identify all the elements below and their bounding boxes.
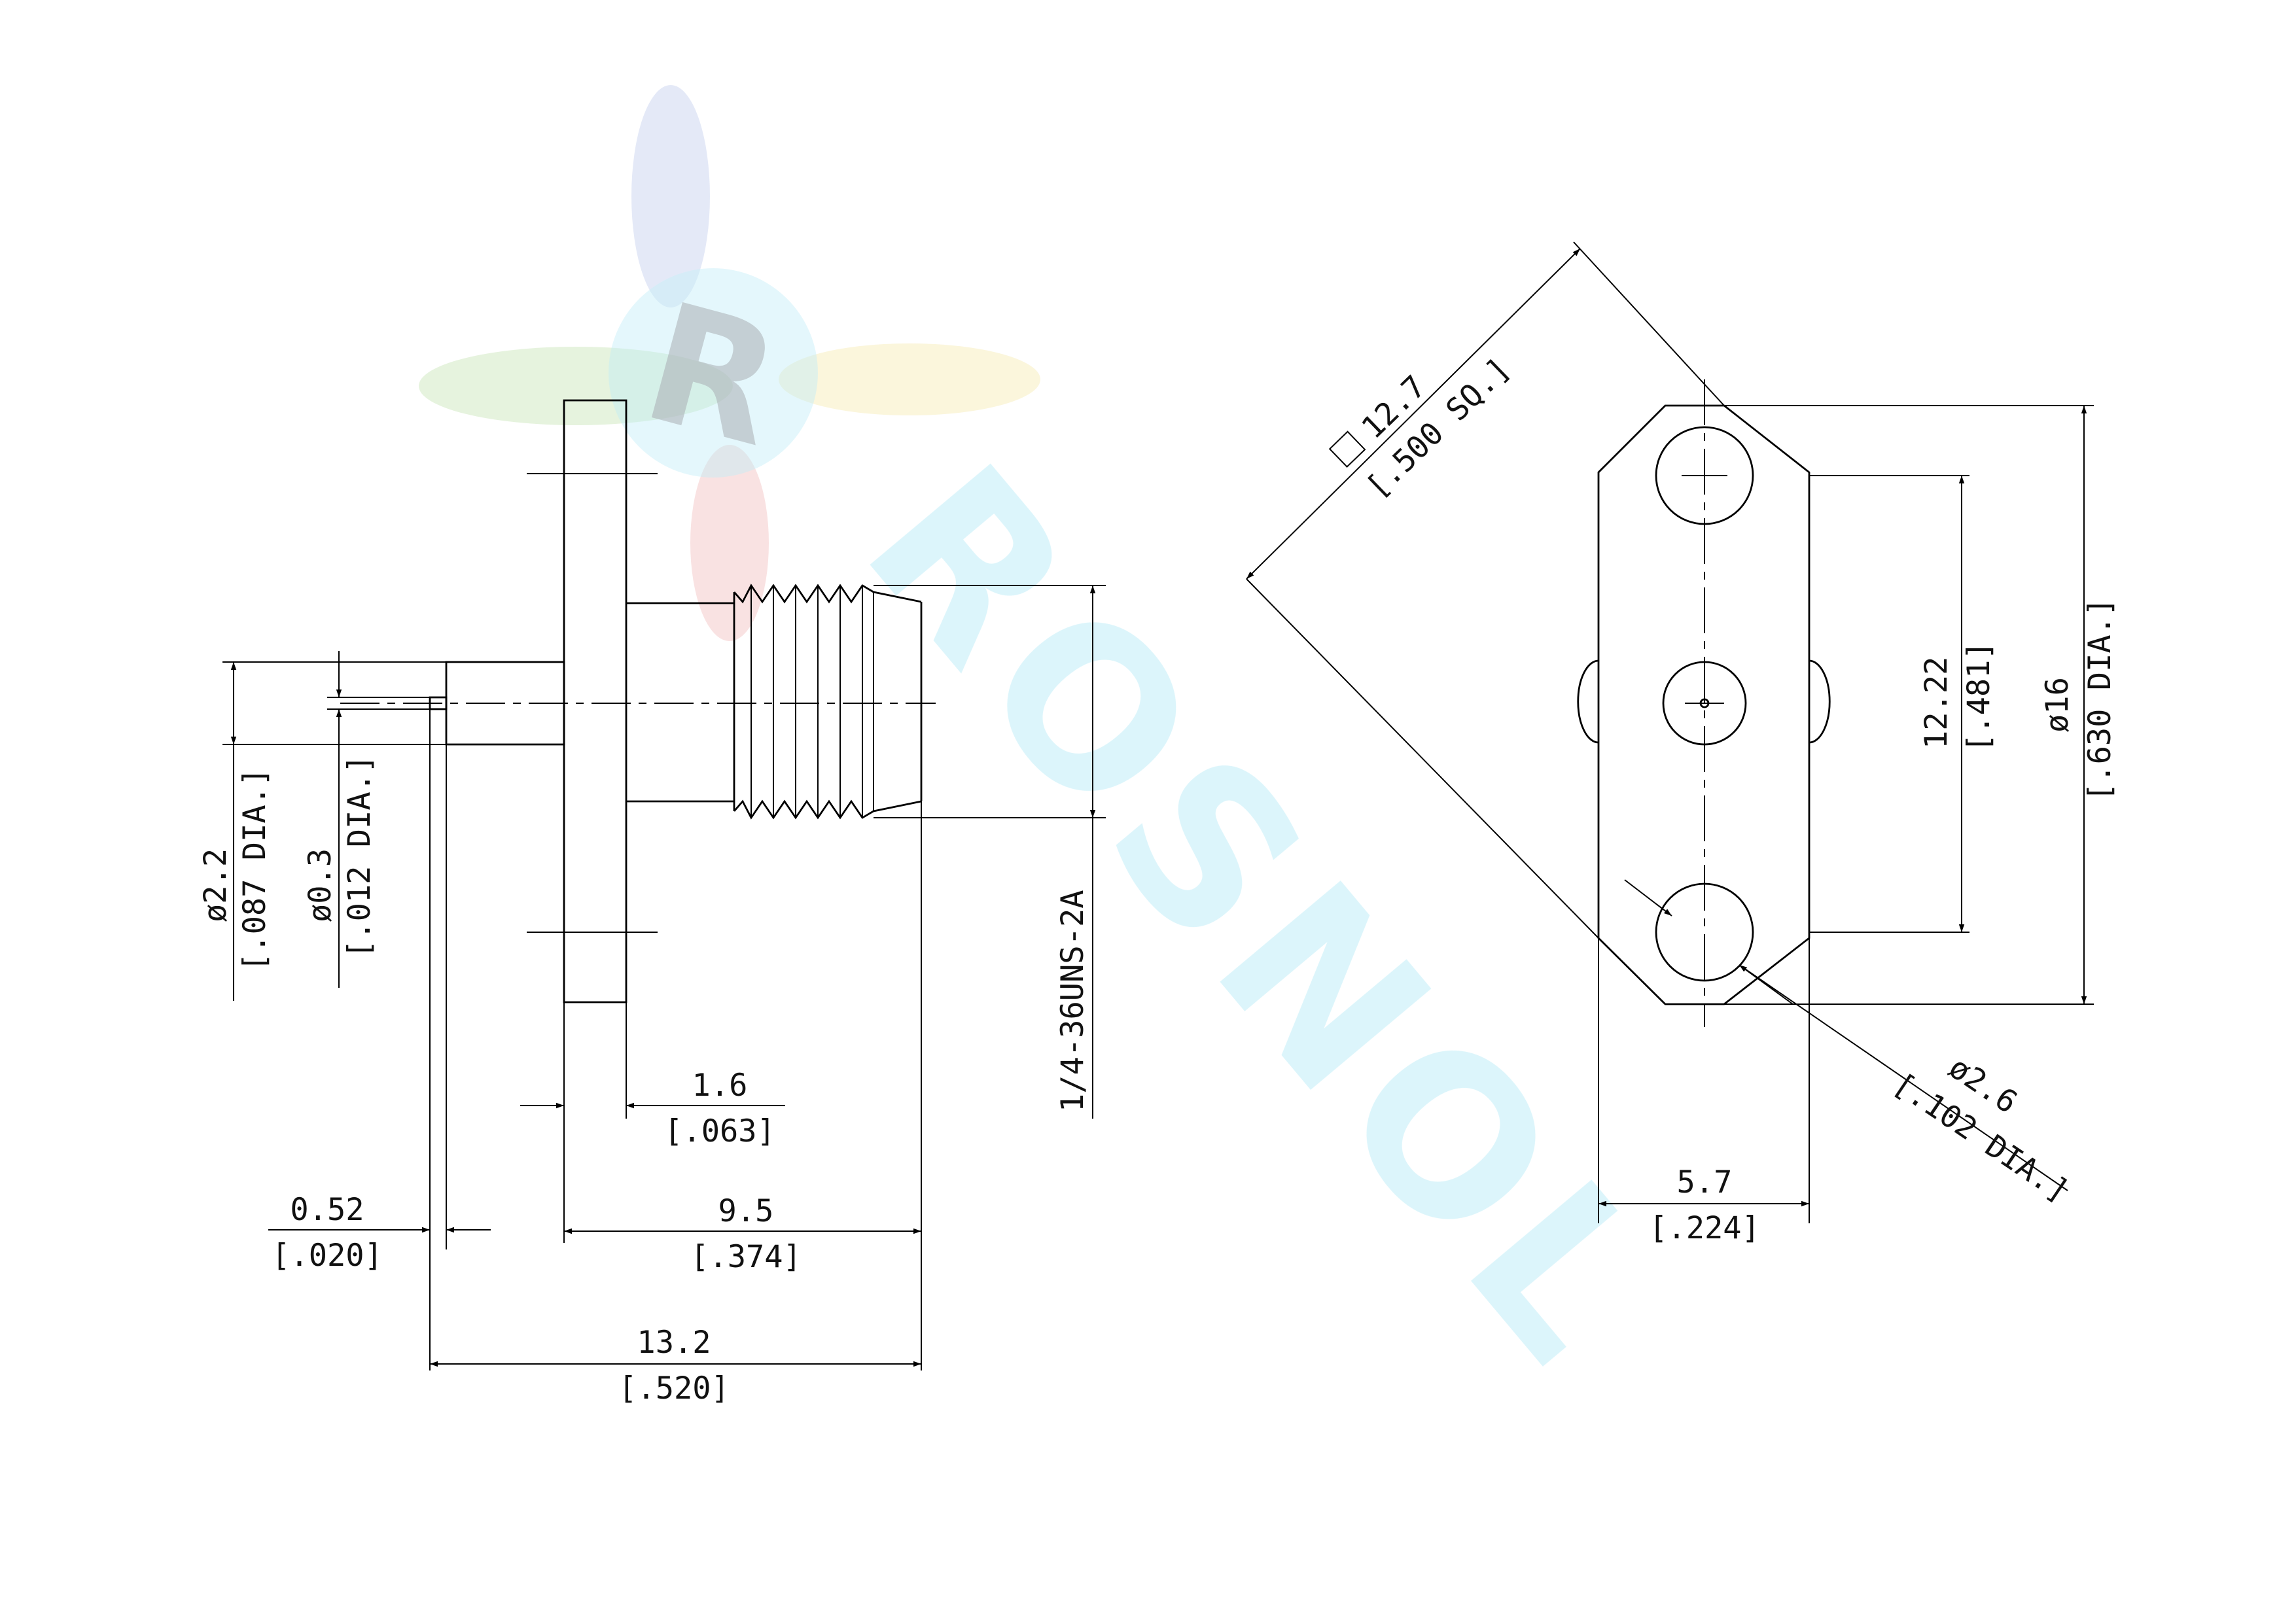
dim-dielectric-dia-inch: [.087 DIA.]	[237, 768, 273, 971]
watermark-logo: R	[419, 85, 1040, 641]
logo-swoosh-green	[419, 347, 733, 425]
dim-flange-width: 5.7 [.224]	[1598, 938, 1810, 1246]
logo-swoosh-yellow	[779, 343, 1040, 415]
dim-flange-dia: ø16 [.630 DIA.]	[1724, 405, 2118, 1005]
dim-hole-spacing: 12.22 [.481]	[1809, 475, 1997, 933]
dim-hole-spacing-inch: [.481]	[1961, 641, 1997, 752]
logo-swoosh-red	[690, 445, 769, 641]
thread-spec-label: 1/4-36UNS-2A	[1055, 890, 1091, 1112]
dim-length-total-inch: [.520]	[618, 1370, 730, 1406]
dim-hole-dia: ø2.6 [.102 DIA.]	[1624, 879, 2075, 1210]
thread-section	[733, 584, 923, 820]
dim-pin-dia: ø0.3 [.012 DIA.]	[302, 651, 430, 988]
dim-flange-dia-mm: ø16	[2040, 677, 2075, 733]
dim-pin-length-mm: 0.52	[290, 1192, 364, 1228]
dim-flange-thickness-mm: 1.6	[692, 1068, 748, 1104]
square-symbol	[1328, 430, 1366, 468]
dim-body-length-inch: [.374]	[690, 1239, 802, 1275]
flange-round-left	[1577, 659, 1599, 744]
watermark-brand-text: ROSNOL	[818, 421, 1708, 1414]
dim-pin-dia-inch: [.012 DIA.]	[342, 755, 378, 958]
connector-body	[626, 602, 734, 803]
flange-plate	[563, 399, 627, 1003]
dim-dielectric-dia-mm: ø2.2	[198, 848, 234, 922]
dim-flange-thickness-inch: [.063]	[664, 1113, 775, 1149]
dim-flange-width-mm: 5.7	[1677, 1164, 1733, 1200]
dim-flange-dia-inch: [.630 DIA.]	[2082, 598, 2118, 801]
dim-thread: 1/4-36UNS-2A	[874, 585, 1106, 1119]
logo-swoosh-blue	[631, 85, 710, 307]
side-view: ø2.2 [.087 DIA.] ø0.3 [.012 DIA.] 0.52 […	[198, 399, 1106, 1406]
dim-body-length: 9.5 [.374]	[563, 801, 922, 1370]
dim-dielectric-dia: ø2.2 [.087 DIA.]	[198, 661, 446, 1001]
dim-length-total-mm: 13.2	[637, 1325, 711, 1361]
dim-pin-length-inch: [.020]	[272, 1238, 383, 1274]
dim-pin-length: 0.52 [.020]	[268, 709, 491, 1274]
dim-flange-thickness: 1.6 [.063]	[520, 1002, 785, 1149]
dim-hole-spacing-mm: 12.22	[1918, 657, 1954, 749]
dim-flange-width-inch: [.224]	[1649, 1210, 1760, 1246]
dim-pin-dia-mm: ø0.3	[302, 848, 338, 922]
flange-round-right	[1809, 659, 1831, 744]
logo-disc	[609, 268, 818, 478]
dim-length-total: 13.2 [.520]	[429, 1249, 921, 1406]
watermark: R ROSNOL	[419, 85, 1708, 1414]
flange-outline	[1597, 404, 1810, 1005]
dim-body-length-mm: 9.5	[718, 1193, 774, 1229]
